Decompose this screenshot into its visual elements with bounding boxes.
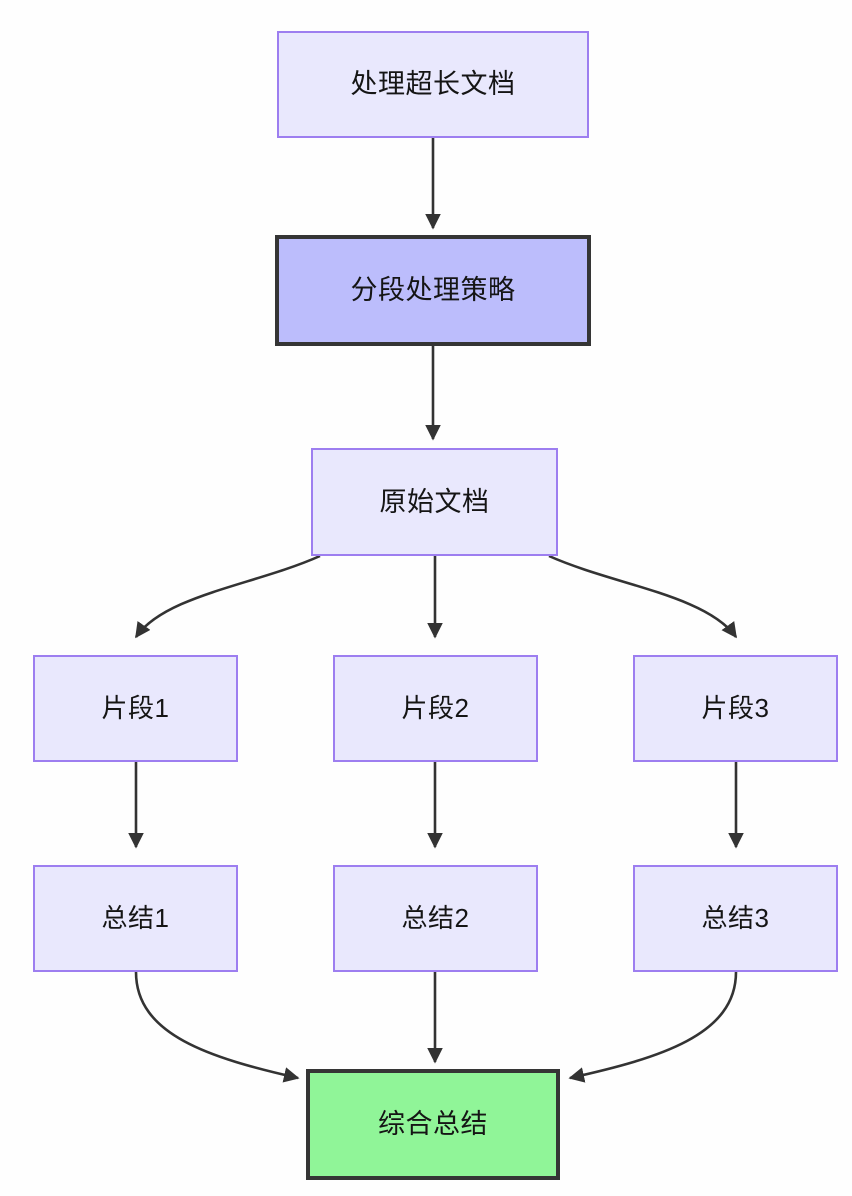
node-chunk-1[interactable]: 片段1 <box>33 655 238 762</box>
node-summary-2[interactable]: 总结2 <box>333 865 538 972</box>
node-summary-2-label: 总结2 <box>401 902 470 933</box>
node-strategy[interactable]: 分段处理策略 <box>275 235 591 346</box>
node-chunk-1-label: 片段1 <box>101 692 170 723</box>
node-start-label: 处理超长文档 <box>350 69 516 100</box>
node-final-summary[interactable]: 综合总结 <box>306 1069 560 1180</box>
node-start[interactable]: 处理超长文档 <box>277 31 589 138</box>
node-chunk-3[interactable]: 片段3 <box>633 655 838 762</box>
node-summary-3-label: 总结3 <box>701 902 770 933</box>
edge-summary1-to-final <box>134 971 300 1083</box>
node-chunk-2[interactable]: 片段2 <box>333 655 538 762</box>
node-source-document[interactable]: 原始文档 <box>311 448 558 556</box>
node-summary-3[interactable]: 总结3 <box>633 865 838 972</box>
edge-source-to-chunk1 <box>134 554 321 639</box>
node-strategy-label: 分段处理策略 <box>350 275 516 306</box>
node-source-label: 原始文档 <box>379 486 490 517</box>
node-chunk-2-label: 片段2 <box>401 692 470 723</box>
edge-summary3-to-final <box>568 971 738 1083</box>
node-final-summary-label: 综合总结 <box>378 1109 488 1140</box>
node-summary-1[interactable]: 总结1 <box>33 865 238 972</box>
node-chunk-3-label: 片段3 <box>701 692 770 723</box>
edge-source-to-chunk3 <box>548 554 738 639</box>
node-summary-1-label: 总结1 <box>101 902 170 933</box>
